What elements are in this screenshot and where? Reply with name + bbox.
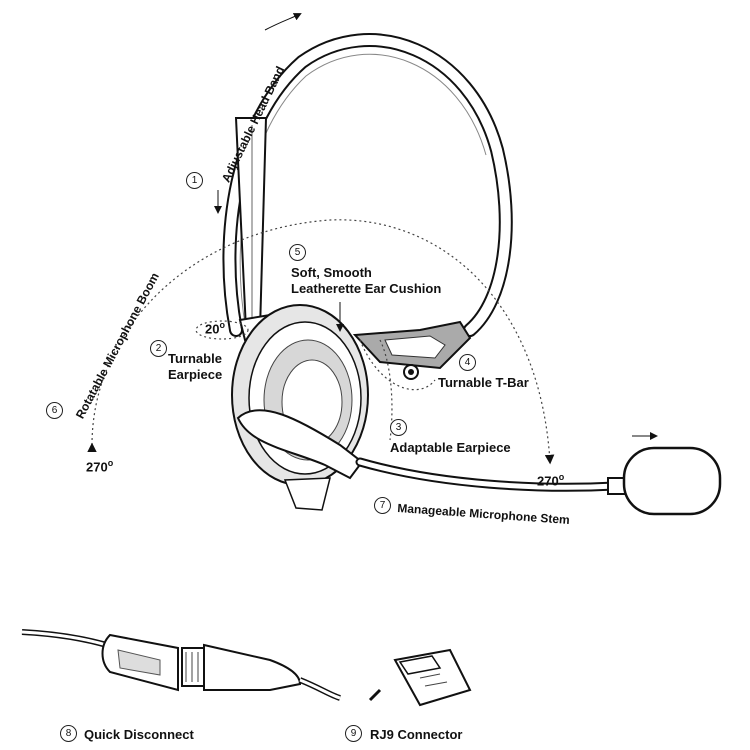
rj9-connector-drawing [368, 648, 472, 707]
callout-number-3: 3 [390, 419, 407, 436]
label-soft-smooth: Soft, Smooth [291, 265, 372, 280]
callout-number-4: 4 [459, 354, 476, 371]
callout-number-5: 5 [289, 244, 306, 261]
callout-number-1: 1 [186, 172, 203, 189]
label-adaptable-earpiece: Adaptable Earpiece [390, 440, 511, 455]
label-quick-disconnect: Quick Disconnect [84, 727, 194, 742]
rotation-arcs [87, 219, 555, 465]
label-earpiece: Earpiece [168, 367, 223, 382]
label-leatherette-ear-cushion: Leatherette Ear Cushion [291, 281, 442, 296]
callout-number-2: 2 [150, 340, 167, 357]
quick-disconnect-drawing [21, 629, 341, 701]
callout-number-6: 6 [46, 402, 63, 419]
callout-number-8: 8 [60, 725, 77, 742]
angle-earpiece: 20o [205, 320, 225, 337]
callout-number-9: 9 [345, 725, 362, 742]
label-turnable: Turnable [168, 351, 222, 366]
headband [222, 33, 513, 337]
t-bar [352, 320, 472, 380]
ear-cushion [231, 304, 369, 511]
label-rj9-connector: RJ9 Connector [370, 727, 463, 742]
angle-boom-left: 270o [86, 458, 114, 475]
annotation-arrows [214, 13, 658, 440]
callout-number-7: 7 [374, 497, 391, 514]
label-turnable-t-bar: Turnable T-Bar [438, 375, 529, 390]
angle-boom-right: 270o [537, 472, 565, 489]
